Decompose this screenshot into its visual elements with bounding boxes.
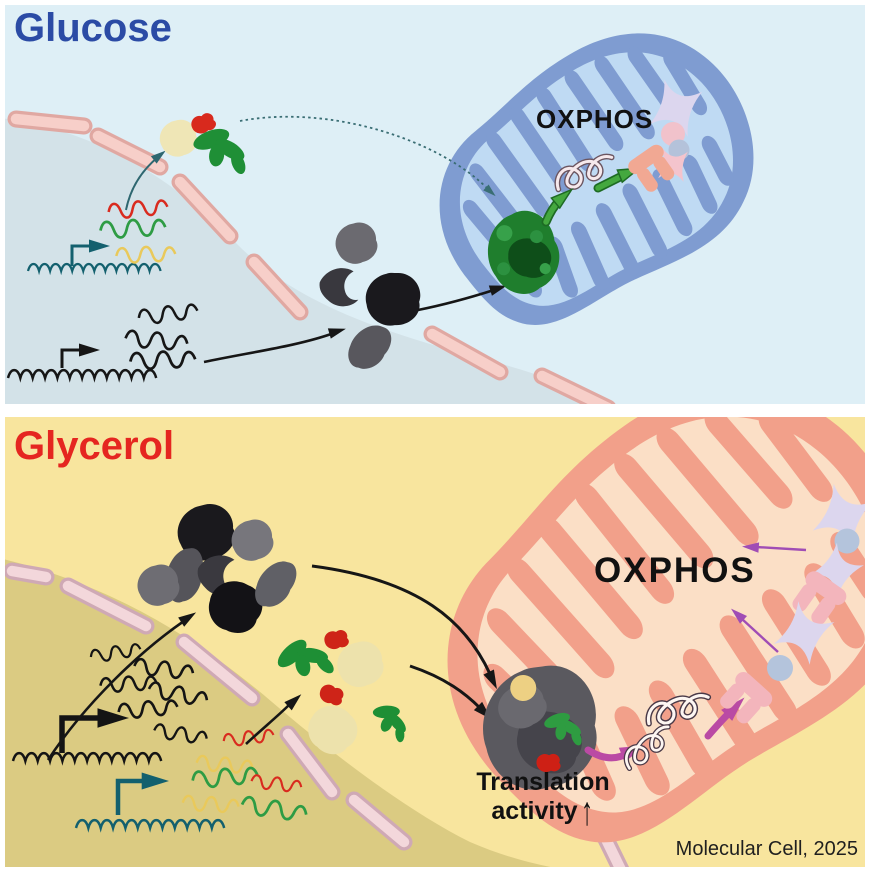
glucose-panel	[5, 5, 865, 404]
nuclear-mitoribosome-gene	[6, 301, 200, 380]
translation-activity-line1: Translation	[476, 768, 610, 796]
nuclear-envelope	[7, 110, 616, 404]
translation-activity-label: Translation activity↑	[443, 768, 643, 832]
nuclear-export-arrow-colored	[245, 703, 291, 745]
promoter-arrow-teal-strong	[115, 778, 148, 815]
mito-import-arrow-dotted	[239, 115, 490, 191]
proteins-to-mito-arrow	[409, 664, 482, 710]
nuclear-oxphos-gene	[26, 197, 177, 273]
glycerol-panel-title: Glycerol	[14, 424, 175, 468]
glucose-panel-title: Glucose	[14, 6, 172, 50]
journal-credit: Molecular Cell, 2025	[675, 838, 858, 860]
glycerol-panel	[5, 417, 865, 867]
promoter-arrow-black	[60, 348, 84, 368]
promoter-arrow-teal	[70, 244, 96, 266]
factors-to-mito-arrow	[311, 564, 492, 675]
ribosome-yellow-factor	[510, 675, 537, 702]
factors-to-mito-arrow	[417, 288, 495, 312]
oxphos-flux-arrow-2	[741, 618, 779, 653]
translation-activity-line2: activity	[491, 797, 578, 826]
nucleus	[5, 559, 551, 867]
mitoribosome-green	[481, 205, 566, 300]
translation-flow-arrows-green	[541, 161, 643, 227]
oxphos-complexes-glycerol	[714, 483, 865, 730]
oxphos-complexes-glucose	[625, 79, 703, 196]
oxphos-label-glycerol: OXPHOS	[594, 551, 756, 590]
mitoribosome-gray	[474, 656, 607, 798]
mrna-to-factors-arrow	[203, 331, 335, 364]
increase-arrow-icon: ↑	[580, 788, 593, 834]
nuclear-export-arrow	[125, 156, 159, 211]
nuclear-oxphos-gene	[74, 726, 309, 830]
oxphos-flux-arrow-1	[755, 545, 807, 552]
nuclear-export-arrow-black	[46, 619, 185, 761]
nuclear-envelope	[5, 562, 630, 867]
oxphos-label-glucose: OXPHOS	[536, 104, 654, 134]
